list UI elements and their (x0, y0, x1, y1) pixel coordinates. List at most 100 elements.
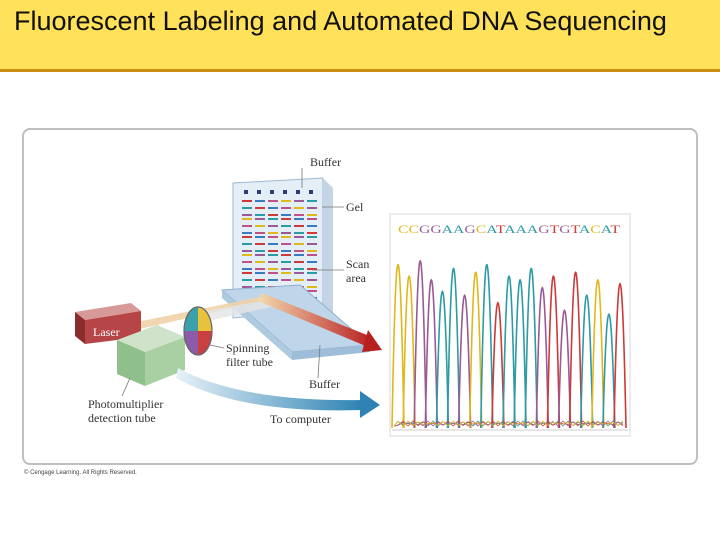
to-computer-label: To computer (270, 412, 331, 426)
chromatogram-peak (524, 267, 538, 429)
sequence-base: A (516, 222, 528, 236)
gel-band (242, 268, 252, 270)
chromatogram-peak (591, 279, 605, 429)
gel-band (255, 218, 265, 220)
gel-band (255, 250, 265, 252)
gel-band (268, 254, 278, 256)
sequence-base: A (527, 222, 539, 236)
gel-band (294, 279, 304, 281)
gel-band (294, 225, 304, 227)
gel-band (242, 236, 252, 238)
gel-band (255, 207, 265, 209)
gel-band (268, 232, 278, 234)
gel-band (255, 261, 265, 263)
sequence-base: C (398, 222, 408, 236)
gel-band (307, 286, 317, 288)
gel-band (281, 254, 291, 256)
gel-band (242, 286, 252, 288)
gel-band (242, 254, 252, 256)
title-bar: Fluorescent Labeling and Automated DNA S… (0, 0, 720, 72)
gel-band (294, 232, 304, 234)
gel-well (244, 190, 248, 194)
gel-band (268, 272, 278, 274)
gel-band (242, 207, 252, 209)
gel-band (268, 268, 278, 270)
gel-band (294, 261, 304, 263)
gel-band (242, 232, 252, 234)
laser-box (75, 303, 141, 344)
gel-band (294, 250, 304, 252)
gel-band (281, 279, 291, 281)
sequence-base: A (453, 222, 465, 236)
gel-band (307, 279, 317, 281)
sequence-base: T (496, 222, 506, 236)
gel-band (294, 236, 304, 238)
sequence-base: A (601, 222, 613, 236)
gel-band (307, 254, 317, 256)
gel-band (242, 272, 252, 274)
gel-band (281, 207, 291, 209)
gel-band (255, 272, 265, 274)
sequence-base: C (590, 222, 600, 236)
gel-band (307, 207, 317, 209)
gel-band (294, 268, 304, 270)
chromatogram-peak (602, 313, 616, 429)
gel-band (281, 250, 291, 252)
gel-band (294, 243, 304, 245)
gel-band (255, 236, 265, 238)
chromatogram-peak (557, 309, 572, 429)
sequence-base: G (464, 222, 476, 236)
gel-band (307, 250, 317, 252)
gel-band (307, 214, 317, 216)
laser-label: Laser (93, 325, 120, 339)
chromatogram-peak (457, 294, 472, 429)
gel-band (255, 254, 265, 256)
gel-band (294, 254, 304, 256)
spinning-filter-tube (183, 306, 213, 356)
gel-band (307, 236, 317, 238)
gel-band (268, 236, 278, 238)
gel-band (294, 218, 304, 220)
chromatogram-peaks (391, 260, 627, 429)
scan-area-label-1: Scan (346, 257, 369, 271)
gel-band (242, 261, 252, 263)
gel-band (281, 218, 291, 220)
gel-band (242, 214, 252, 216)
chromatogram-peak (535, 286, 550, 429)
sequence-base: G (419, 222, 431, 236)
gel-band (268, 261, 278, 263)
sequence-base: A (504, 222, 516, 236)
gel-band (242, 225, 252, 227)
sequence-base: G (430, 222, 442, 236)
gel-label: Gel (346, 200, 364, 214)
gel-band (242, 279, 252, 281)
chromatogram-peak (613, 282, 627, 429)
chromatogram-peak (402, 275, 416, 429)
chromatogram-peak (391, 264, 405, 429)
gel-band (268, 250, 278, 252)
chromatogram-peak (413, 260, 427, 429)
chromatogram-peak (579, 294, 594, 429)
gel-band (281, 243, 291, 245)
gel-band (268, 200, 278, 202)
gel-band (281, 214, 291, 216)
sequence-base: T (610, 222, 620, 236)
gel-band (255, 214, 265, 216)
sequence-base: C (476, 222, 486, 236)
chromatogram-peak (502, 275, 516, 429)
gel-band (307, 272, 317, 274)
sequence-base: A (579, 222, 591, 236)
photomultiplier-box (117, 325, 185, 386)
chromatogram-peak (491, 302, 505, 429)
chromatogram-peak (480, 264, 494, 429)
gel-band (242, 243, 252, 245)
gel-band (307, 225, 317, 227)
gel-band (255, 286, 265, 288)
chromatogram-peak (546, 275, 561, 429)
gel-well (296, 190, 300, 194)
photomultiplier-label-1: Photomultiplier (88, 397, 163, 411)
gel-band (281, 225, 291, 227)
